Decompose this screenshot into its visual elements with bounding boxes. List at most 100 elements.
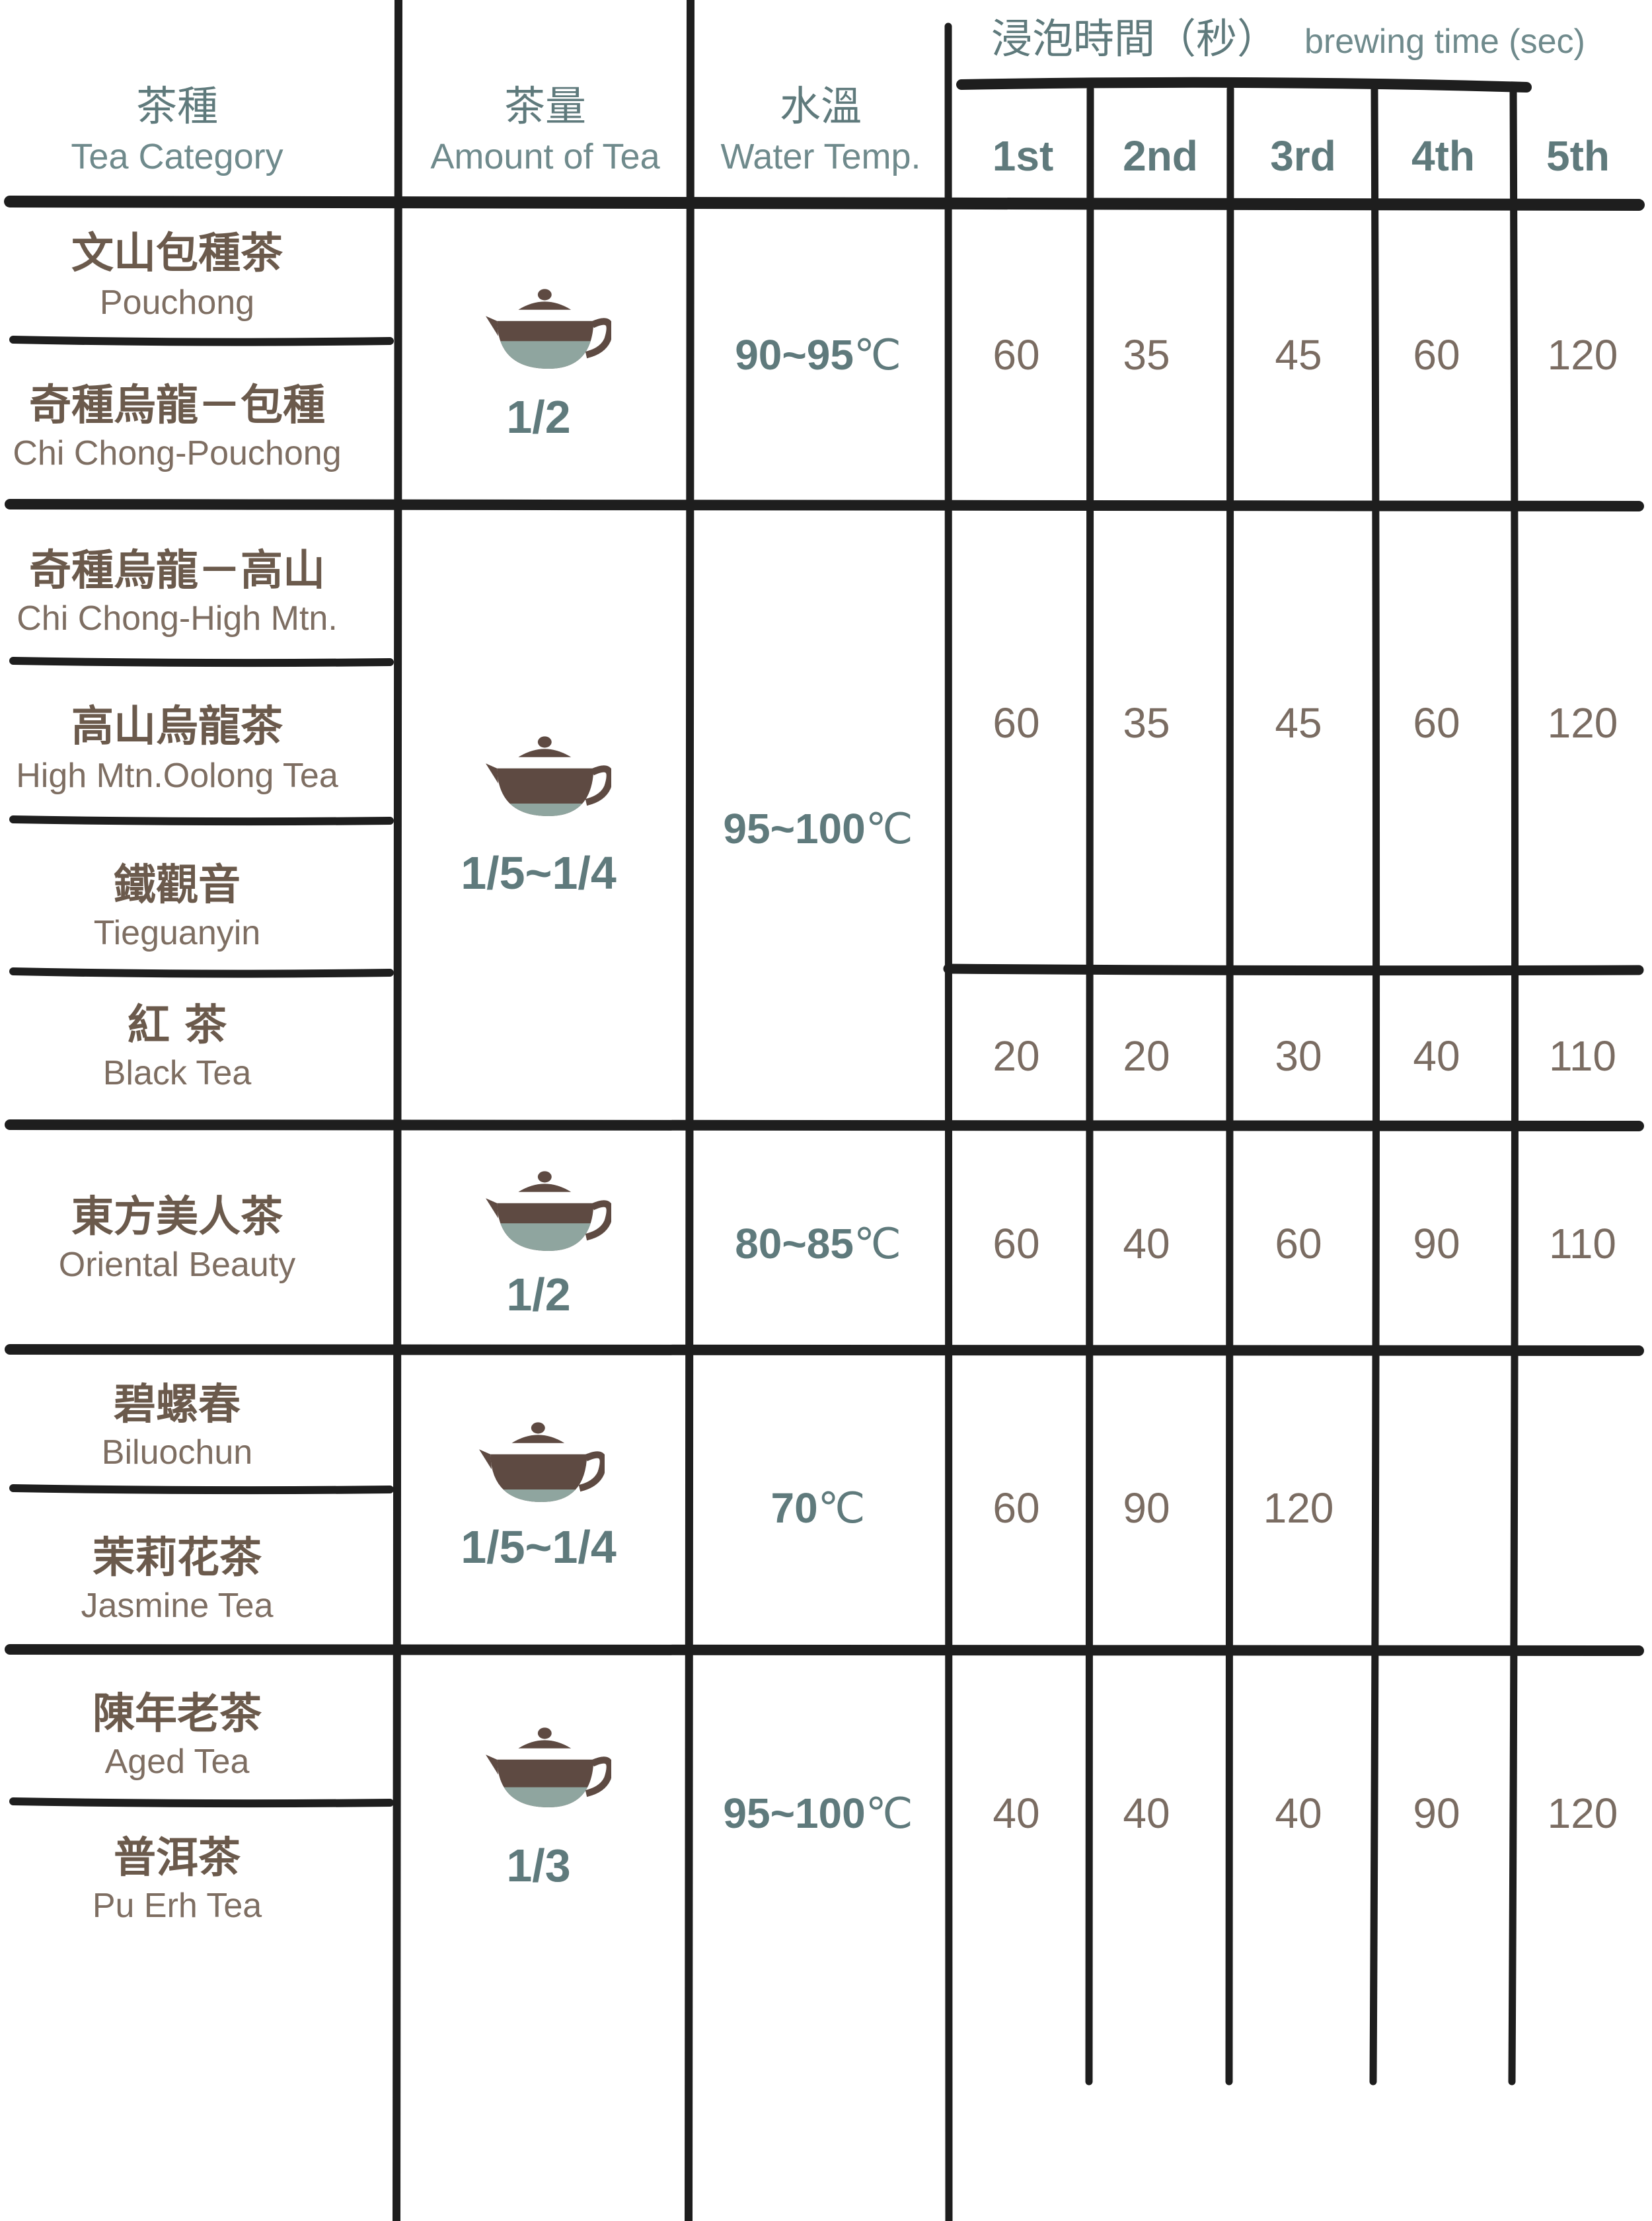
category-zh: 高山烏龍茶: [71, 702, 283, 751]
grid-line: [5, 1344, 1644, 1357]
grid-line: [1508, 85, 1519, 2086]
header-steep-4: 4th: [1411, 132, 1475, 180]
category-en: Biluochun: [101, 1433, 253, 1472]
category-en: Pu Erh Tea: [92, 1887, 262, 1925]
water-temp-unit: ℃: [853, 1220, 901, 1267]
brew-time: 40: [1413, 1032, 1460, 1080]
tea-amount: 1/3: [506, 1840, 571, 1891]
water-temp: 70℃: [770, 1487, 865, 1529]
category-zh: 普洱茶: [114, 1834, 241, 1883]
water-temp-value: 80~85: [735, 1220, 854, 1267]
header-steep-2: 2nd: [1123, 132, 1198, 180]
category-en: Pouchong: [99, 283, 255, 322]
header-steep-5: 5th: [1546, 132, 1610, 180]
teapot-icon: [486, 1727, 611, 1807]
teapot-icon: [486, 289, 611, 369]
grid-line: [956, 77, 1532, 93]
category-zh: 鐵觀音: [114, 861, 241, 910]
teapot-icon: [479, 1422, 605, 1502]
brew-time: 90: [1413, 1220, 1460, 1267]
tea-amount: 1/2: [506, 391, 571, 443]
grid-line: [5, 499, 1644, 512]
brew-time: 120: [1263, 1484, 1334, 1532]
category-en: High Mtn.Oolong Tea: [16, 757, 338, 795]
header-steep-1: 1st: [992, 132, 1054, 180]
brew-time: 45: [1275, 699, 1322, 747]
category-zh: 奇種烏龍－包種: [29, 381, 325, 430]
teapot-icon: [486, 1171, 611, 1251]
water-temp: 95~100℃: [723, 808, 913, 850]
water-temp-unit: ℃: [853, 331, 901, 379]
grid-line: [1225, 85, 1236, 2086]
header-temp-zh: 水溫: [779, 82, 862, 130]
brew-time: 60: [1413, 331, 1460, 379]
header-amount-en: Amount of Tea: [430, 137, 660, 176]
header-brewing-zh: 浸泡時間（秒）: [991, 15, 1279, 63]
brew-time: 60: [1413, 699, 1460, 747]
category-zh: 紅 茶: [127, 1001, 227, 1050]
brew-time: 60: [993, 699, 1040, 747]
brew-time: 60: [993, 1484, 1040, 1532]
grid-line: [1085, 85, 1096, 2086]
category-en: Chi Chong-Pouchong: [13, 434, 342, 472]
grid-line: [4, 196, 1645, 211]
category-zh: 碧螺春: [114, 1380, 241, 1429]
water-temp-unit: ℃: [865, 805, 913, 852]
brew-time: 20: [993, 1032, 1040, 1080]
water-temp-value: 90~95: [735, 331, 854, 379]
brew-time: 110: [1548, 1220, 1617, 1267]
brew-time: 60: [993, 1220, 1040, 1267]
brew-time: 20: [1123, 1032, 1170, 1080]
header-category-en: Tea Category: [71, 137, 283, 176]
water-temp-value: 95~100: [723, 805, 866, 852]
brew-time: 120: [1547, 1789, 1618, 1837]
category-en: Aged Tea: [104, 1743, 250, 1781]
tea-amount: 1/5~1/4: [461, 847, 617, 899]
brew-time: 40: [993, 1789, 1040, 1837]
water-temp-value: 70: [770, 1484, 818, 1532]
water-temp-value: 95~100: [723, 1789, 866, 1837]
category-en: Jasmine Tea: [81, 1587, 274, 1625]
water-temp: 95~100℃: [723, 1792, 913, 1834]
brew-time: 35: [1123, 331, 1170, 379]
grid-line: [9, 336, 394, 346]
grid-line: [9, 967, 394, 978]
grid-line: [9, 1484, 394, 1495]
grid-line: [5, 1644, 1644, 1657]
category-en: Black Tea: [102, 1054, 252, 1092]
grid-line: [9, 657, 394, 667]
brew-time: 90: [1413, 1789, 1460, 1837]
grid-line: [5, 1119, 1644, 1132]
brew-time: 60: [1275, 1220, 1322, 1267]
header-category-zh: 茶種: [135, 82, 219, 130]
brew-time: 40: [1123, 1789, 1170, 1837]
water-temp: 80~85℃: [735, 1223, 901, 1265]
grid-line: [685, 0, 696, 2221]
category-en: Oriental Beauty: [58, 1246, 296, 1284]
brew-time: 110: [1548, 1032, 1617, 1080]
grid-line: [1369, 85, 1380, 2086]
category-zh: 茉莉花茶: [93, 1534, 262, 1583]
category-zh: 東方美人茶: [71, 1193, 283, 1242]
category-en: Chi Chong-High Mtn.: [17, 599, 338, 638]
brew-time: 30: [1275, 1032, 1322, 1080]
brew-time: 120: [1547, 331, 1618, 379]
grid-line: [9, 1797, 394, 1808]
teapot-icon: [486, 736, 611, 816]
category-zh: 奇種烏龍－高山: [29, 546, 325, 595]
brew-time: 45: [1275, 331, 1322, 379]
category-en: Tieguanyin: [93, 914, 261, 952]
tea-amount: 1/5~1/4: [461, 1521, 617, 1573]
water-temp: 90~95℃: [735, 334, 901, 376]
water-temp-unit: ℃: [817, 1484, 866, 1532]
category-zh: 文山包種茶: [71, 229, 283, 278]
header-temp-en: Water Temp.: [720, 137, 921, 176]
header-brewing-time: 浸泡時間（秒）brewing time (sec): [991, 19, 1585, 59]
grid-line: [943, 963, 1644, 976]
grid-line: [393, 0, 403, 2221]
brew-time: 35: [1123, 699, 1170, 747]
brew-time: 120: [1547, 699, 1618, 747]
header-amount-zh: 茶量: [504, 82, 587, 130]
